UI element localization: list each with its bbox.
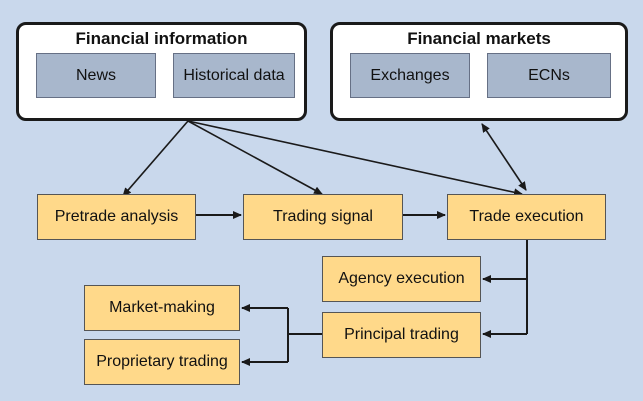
exchanges-box: Exchanges [350,53,470,98]
market-making-box: Market-making [84,285,240,331]
financial-markets-group: Financial markets Exchanges ECNs [330,22,628,121]
pretrade-analysis-box: Pretrade analysis [37,194,196,240]
arrow-info-to-trade-execution [187,120,523,197]
agency-execution-box: Agency execution [322,256,481,302]
proprietary-trading-box: Proprietary trading [84,339,240,385]
historical-data-box: Historical data [173,53,295,98]
trade-execution-box: Trade execution [447,194,606,240]
principal-trading-box: Principal trading [322,312,481,358]
news-box: News [36,53,156,98]
financial-information-group: Financial information News Historical da… [16,22,307,121]
financial-information-title: Financial information [75,29,248,48]
trading-signal-box: Trading signal [243,194,403,240]
arrow-info-to-pretrade [122,120,189,197]
arrow-info-to-trading-signal [187,120,323,195]
financial-markets-title: Financial markets [407,29,551,48]
arrow-markets-trade-execution [481,123,527,191]
ecns-box: ECNs [487,53,611,98]
